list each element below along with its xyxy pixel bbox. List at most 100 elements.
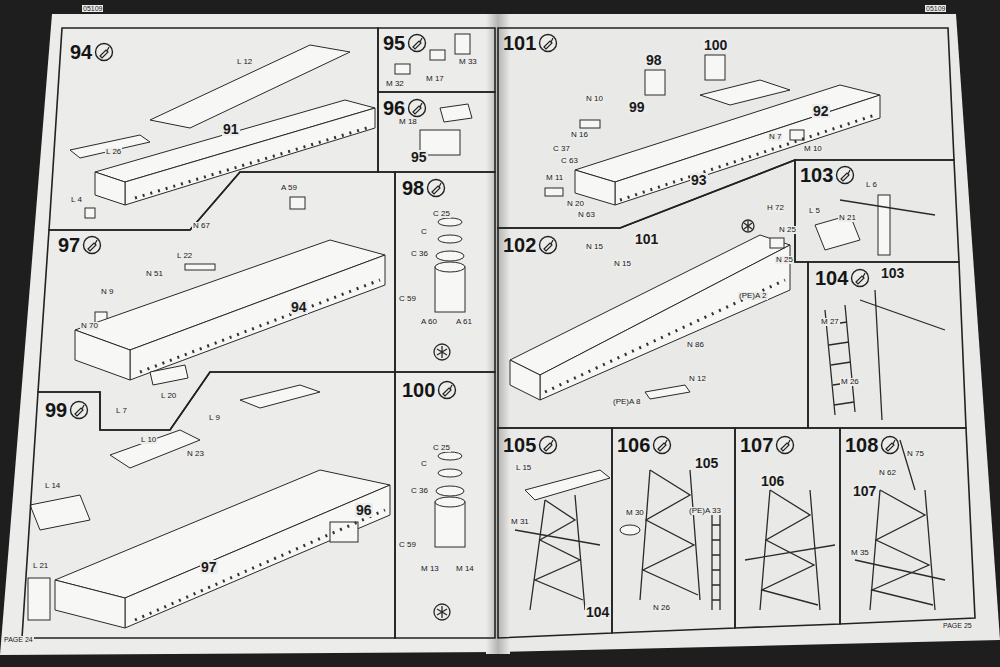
step-badge: 104 bbox=[815, 268, 870, 288]
part-callout: N 7 bbox=[768, 133, 782, 141]
part-callout: N 86 bbox=[686, 341, 705, 349]
glue-icon bbox=[538, 33, 558, 53]
part-callout: C 37 bbox=[552, 145, 571, 153]
part-callout: M 13 bbox=[420, 565, 440, 573]
part-callout: C 25 bbox=[432, 444, 451, 452]
panel-outline bbox=[498, 28, 954, 228]
step-badge: 100 bbox=[402, 380, 457, 400]
part-callout: N 75 bbox=[906, 450, 925, 458]
page-text: 05109 bbox=[925, 5, 946, 12]
step-panel: 98 bbox=[395, 172, 495, 372]
assembly-number: 107 bbox=[852, 484, 877, 498]
panel-outline bbox=[395, 372, 495, 638]
glue-icon bbox=[69, 400, 89, 420]
glue-icon bbox=[775, 435, 795, 455]
part-callout: A 60 bbox=[420, 318, 438, 326]
part-callout: C 25 bbox=[432, 210, 451, 218]
assembly-number: 97 bbox=[200, 560, 218, 574]
step-badge: 101 bbox=[503, 33, 558, 53]
part-callout: L 26 bbox=[105, 148, 122, 156]
part-callout: L 9 bbox=[208, 414, 221, 422]
page-text: PAGE 24 bbox=[3, 636, 34, 643]
glue-icon bbox=[538, 435, 558, 455]
part-callout: N 26 bbox=[652, 604, 671, 612]
step-badge: 95 bbox=[383, 33, 427, 53]
step-badge: 107 bbox=[740, 435, 795, 455]
part-callout: C 63 bbox=[560, 157, 579, 165]
part-callout: N 15 bbox=[613, 260, 632, 268]
step-badge: 102 bbox=[503, 235, 558, 255]
assembly-number: 106 bbox=[760, 474, 785, 488]
assembly-number: 94 bbox=[290, 300, 308, 314]
step-number: 106 bbox=[617, 435, 650, 455]
part-callout: N 9 bbox=[100, 288, 114, 296]
part-callout: C 59 bbox=[398, 541, 417, 549]
part-callout: L 14 bbox=[44, 482, 61, 490]
glue-icon bbox=[835, 165, 855, 185]
glue-icon bbox=[407, 98, 427, 118]
part-callout: H 72 bbox=[766, 204, 785, 212]
glue-icon bbox=[652, 435, 672, 455]
step-badge: 99 bbox=[45, 400, 89, 420]
step-number: 102 bbox=[503, 235, 536, 255]
part-callout: (PE)A 2 bbox=[738, 292, 768, 300]
part-callout: M 30 bbox=[625, 509, 645, 517]
assembly-number: 103 bbox=[880, 266, 905, 280]
step-number: 100 bbox=[402, 380, 435, 400]
part-callout: M 18 bbox=[398, 118, 418, 126]
part-callout: N 51 bbox=[145, 270, 164, 278]
part-callout: (PE)A 8 bbox=[612, 398, 642, 406]
step-badge: 94 bbox=[70, 42, 114, 62]
step-panel: 101 bbox=[498, 28, 954, 228]
assembly-number: 105 bbox=[694, 456, 719, 470]
part-callout: L 15 bbox=[515, 464, 532, 472]
part-callout: N 25 bbox=[775, 256, 794, 264]
part-callout: N 21 bbox=[838, 214, 857, 222]
step-badge: 97 bbox=[58, 235, 102, 255]
glue-icon bbox=[538, 235, 558, 255]
part-callout: L 5 bbox=[808, 207, 821, 215]
part-callout: A 59 bbox=[280, 184, 298, 192]
part-callout: C 36 bbox=[410, 487, 429, 495]
part-callout: (PE)A 33 bbox=[688, 507, 722, 515]
part-callout: N 25 bbox=[778, 226, 797, 234]
step-panel: 100 bbox=[395, 372, 495, 638]
step-panel: 104 bbox=[808, 262, 966, 428]
page-text: PAGE 25 bbox=[942, 622, 973, 629]
step-badge: 98 bbox=[402, 178, 446, 198]
step-badge: 106 bbox=[617, 435, 672, 455]
part-callout: M 31 bbox=[510, 518, 530, 526]
step-badge: 103 bbox=[800, 165, 855, 185]
part-callout: L 4 bbox=[70, 196, 83, 204]
part-callout: N 20 bbox=[566, 200, 585, 208]
part-callout: M 32 bbox=[385, 80, 405, 88]
part-callout: C 36 bbox=[410, 250, 429, 258]
part-callout: L 20 bbox=[160, 392, 177, 400]
step-number: 103 bbox=[800, 165, 833, 185]
part-callout: N 12 bbox=[688, 375, 707, 383]
step-badge: 96 bbox=[383, 98, 427, 118]
part-callout: M 26 bbox=[840, 378, 860, 386]
panel-outline bbox=[735, 428, 840, 628]
step-panel: 94 bbox=[49, 28, 378, 230]
panel-outline bbox=[395, 172, 495, 372]
part-callout: M 27 bbox=[820, 318, 840, 326]
part-callout: N 23 bbox=[186, 450, 205, 458]
glue-icon bbox=[850, 268, 870, 288]
step-number: 99 bbox=[45, 400, 67, 420]
step-number: 101 bbox=[503, 33, 536, 53]
part-callout: N 16 bbox=[570, 131, 589, 139]
step-number: 96 bbox=[383, 98, 405, 118]
part-callout: N 67 bbox=[192, 222, 211, 230]
step-number: 94 bbox=[70, 42, 92, 62]
part-callout: N 63 bbox=[577, 211, 596, 219]
part-callout: L 12 bbox=[236, 58, 253, 66]
part-callout: L 6 bbox=[865, 181, 878, 189]
part-callout: C bbox=[420, 460, 428, 468]
part-callout: M 14 bbox=[455, 565, 475, 573]
step-panel: 107 bbox=[735, 428, 840, 628]
step-number: 105 bbox=[503, 435, 536, 455]
glue-icon bbox=[94, 42, 114, 62]
part-callout: M 33 bbox=[458, 58, 478, 66]
step-badge: 105 bbox=[503, 435, 558, 455]
